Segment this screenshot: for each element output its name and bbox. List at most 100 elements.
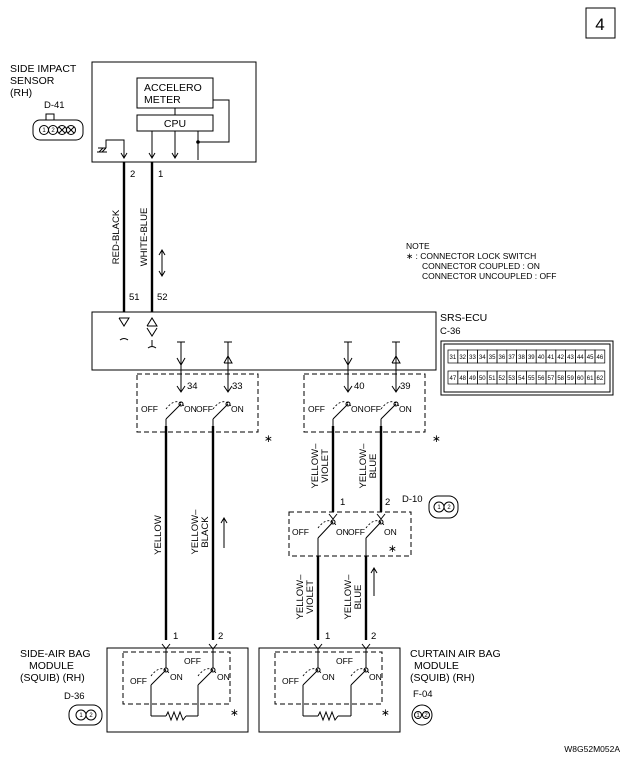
c36-pin-36: 36 [499,355,506,361]
f04-plug-pin-1: 1 [416,713,420,719]
c36-pin-57: 57 [548,376,555,382]
srs-ecu-box [91,311,437,371]
ecu-left-star: ∗ [264,433,273,445]
current-arrow-left-icon [220,517,228,548]
wire-label-yv-upper-1: YELLOW– [310,443,321,489]
d10-plug-pin-1: 1 [437,505,441,511]
ecu-right-label-on-2: ON [399,404,412,414]
d10-label: D-10 [402,494,423,505]
wire-label-yellow-black-1: YELLOW– [190,509,201,555]
c36-pin-62: 62 [597,376,604,382]
wire-label-yv-lower-2: VIOLET [305,580,316,614]
curtain-airbag-module-box [258,647,401,733]
curtain-airbag-label-off-1: OFF [282,676,299,686]
ecu-right-label-on-1: ON [351,404,364,414]
d10-plug-pin-2: 2 [447,505,451,511]
curtain-airbag-label-off-2: OFF [336,656,353,666]
c36-cell [594,370,606,385]
curtain-airbag-squib-resistor-icon [317,710,339,722]
wire-label-red-black: RED-BLACK [111,209,122,264]
bidirectional-arrow-icon [158,249,166,277]
side-airbag-title-3: (SQUIB) (RH) [20,672,85,684]
sensor-pin-1: 1 [158,169,163,180]
ecu-pin-52: 52 [157,292,168,303]
c36-pin-60: 60 [577,376,584,382]
ecu-right-label-off-1: OFF [308,404,325,414]
curtain-airbag-pin-1: 1 [325,631,330,642]
d36-connector-icon: 1 2 [68,704,103,726]
side-airbag-label-on-2: ON [217,672,230,682]
ecu-right-star: ∗ [432,433,441,445]
ecu-left-label-on-2: ON [231,404,244,414]
ecu-right-switch-contacts [332,370,401,426]
ecu-lock-switch-right [303,373,426,433]
c36-pin-51: 51 [489,376,496,382]
ecu-terminal-symbols [118,317,401,370]
page-number-box [585,7,616,39]
wire-label-yb-upper-1: YELLOW– [358,443,369,489]
wire-label-yellow: YELLOW [153,515,164,555]
sensor-title-line-2: SENSOR [10,75,55,87]
d36-plug-pin-2: 2 [89,713,93,719]
page-number: 4 [595,15,604,34]
sensor-pin-2: 2 [130,169,135,180]
ecu-pin-34: 34 [187,381,198,392]
d10-star: ∗ [388,543,397,555]
curtain-airbag-lock-switch [274,651,383,705]
wire-label-yb-lower-2: BLUE [353,585,364,610]
c36-pin-56: 56 [538,376,545,382]
ecu-pin-33: 33 [232,381,243,392]
c36-pin-55: 55 [528,376,535,382]
c36-pin-34: 34 [479,355,486,361]
ecu-pin-51: 51 [129,292,140,303]
side-airbag-star: ∗ [230,707,239,719]
d10-label-off-1: OFF [292,527,309,537]
curtain-airbag-label-on-2: ON [369,672,382,682]
wire-label-yv-lower-1: YELLOW– [295,574,306,620]
ecu-pin-39: 39 [400,381,411,392]
d36-plug-pin-1: 1 [79,713,83,719]
d10-pin-1: 1 [340,497,345,508]
wire-label-yb-upper-2: BLUE [368,454,379,479]
d10-label-on-1: ON [336,527,349,537]
side-airbag-title-2: MODULE [29,660,74,672]
curtain-airbag-connector-label: F-04 [413,689,433,700]
c36-pin-46: 46 [597,355,604,361]
side-airbag-connector-label: D-36 [64,691,85,702]
side-airbag-label-off-2: OFF [184,656,201,666]
sensor-internal-wiring [98,99,230,160]
sensor-connector-label: D-41 [44,100,65,111]
c36-pin-50: 50 [479,376,486,382]
d10-label-off-2: OFF [348,527,365,537]
c36-pin-42: 42 [557,355,564,361]
wire-label-yellow-black-2: BLACK [200,516,211,548]
wire-label-white-blue: WHITE-BLUE [139,208,150,267]
c36-pin-33: 33 [469,355,476,361]
d10-switch-contacts [317,513,386,556]
side-airbag-pin-2: 2 [218,631,223,642]
note-line-2: CONNECTOR COUPLED : ON [422,261,540,271]
c36-pin-54: 54 [518,376,525,382]
ecu-left-label-off-2: OFF [196,404,213,414]
d10-pin-2: 2 [385,497,390,508]
wire-label-yv-upper-2: VIOLET [320,449,331,483]
accelerometer-label-1: ACCELERO [144,82,202,94]
c36-pin-53: 53 [508,376,515,382]
note-line-1: ∗ : CONNECTOR LOCK SWITCH [406,251,536,261]
c36-pin-38: 38 [518,355,525,361]
c36-pin-43: 43 [567,355,574,361]
sensor-connector-icon: 1 2 [32,113,84,141]
side-airbag-module-box [106,647,249,733]
curtain-airbag-title-1: CURTAIN AIR BAG [410,648,501,660]
sensor-title-line-1: SIDE IMPACT [10,63,77,75]
ecu-connector-label: C-36 [440,326,461,337]
f04-plug-pin-2: 2 [424,713,428,719]
c36-pin-35: 35 [489,355,496,361]
c36-pin-59: 59 [567,376,574,382]
ecu-left-switch-contacts [165,370,233,426]
f04-connector-icon: 1 2 [411,704,433,726]
d10-connector-icon: 1 2 [428,495,459,519]
curtain-airbag-switch-contacts [302,643,371,717]
